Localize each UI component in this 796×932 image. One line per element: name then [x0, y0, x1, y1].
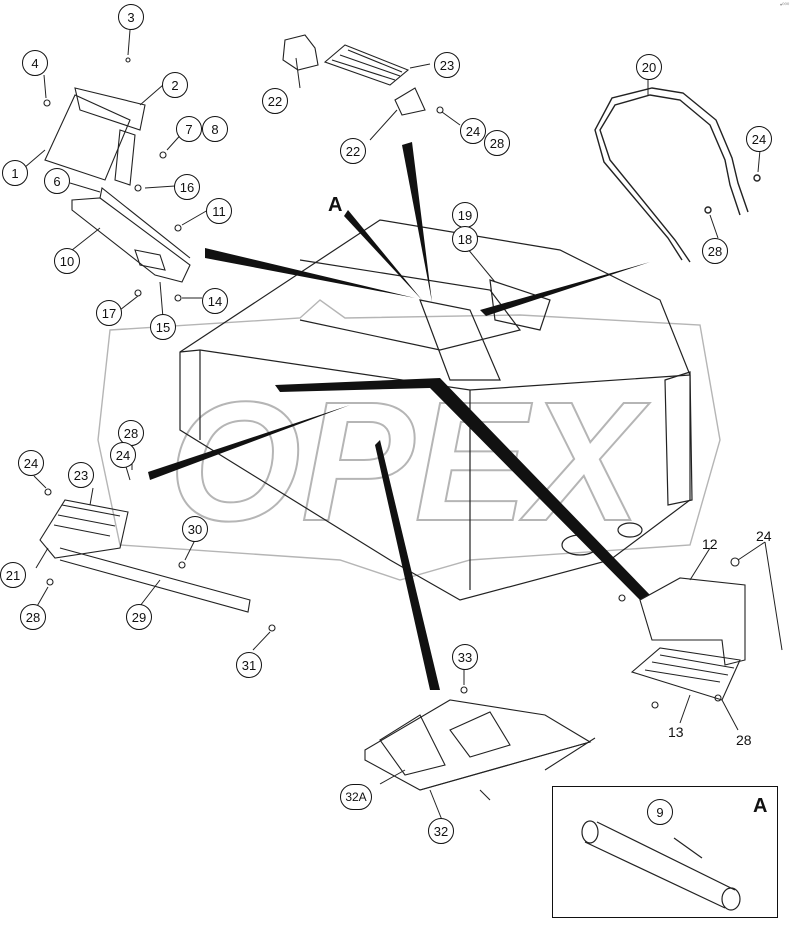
part-right-step	[618, 557, 746, 709]
callout-7: 7	[176, 116, 202, 142]
detail-inset-a: 9 A	[552, 786, 778, 918]
view-label-a: A	[328, 194, 343, 216]
callout-24: 24	[746, 126, 772, 152]
callout-11: 11	[206, 198, 232, 224]
part-channel	[71, 187, 191, 283]
leader-strokes	[148, 142, 650, 690]
callout-29: 29	[126, 604, 152, 630]
inset-bar	[581, 820, 741, 911]
callout-14: 14	[202, 288, 228, 314]
callout-23: 23	[434, 52, 460, 78]
callout-10: 10	[54, 248, 80, 274]
callout-17: 17	[96, 300, 122, 326]
label-13: 13	[668, 724, 684, 740]
callout-3: 3	[118, 4, 144, 30]
part-top-step	[282, 34, 444, 116]
callout-32a: 32A	[340, 784, 372, 810]
part-cover	[43, 57, 182, 302]
callout-22: 22	[340, 138, 366, 164]
callout-33: 33	[452, 644, 478, 670]
callout-1: 1	[2, 160, 28, 186]
part-handle	[594, 87, 761, 263]
callout-leaders	[23, 29, 783, 821]
callout-30: 30	[182, 516, 208, 542]
callout-22: 22	[262, 88, 288, 114]
callout-15: 15	[150, 314, 176, 340]
callout-19: 19	[452, 202, 478, 228]
callout-24: 24	[110, 442, 136, 468]
callout-28: 28	[484, 130, 510, 156]
callout-6: 6	[44, 168, 70, 194]
callout-8: 8	[202, 116, 228, 142]
callout-2: 2	[162, 72, 188, 98]
callout-28: 28	[20, 604, 46, 630]
callout-9: 9	[647, 799, 673, 825]
callout-18: 18	[452, 226, 478, 252]
inset-label-a: A	[753, 795, 768, 817]
part-left-step	[39, 488, 276, 632]
label-12: 12	[702, 536, 718, 552]
callout-23: 23	[68, 462, 94, 488]
label-28: 28	[736, 732, 752, 748]
callout-4: 4	[22, 50, 48, 76]
callout-24: 24	[460, 118, 486, 144]
callout-24: 24	[18, 450, 44, 476]
corner-ref: •⁰⁰⁰	[780, 3, 790, 9]
part-bottom-step	[364, 686, 596, 801]
callout-31: 31	[236, 652, 262, 678]
label-24: 24	[756, 528, 772, 544]
callout-16: 16	[174, 174, 200, 200]
callout-20: 20	[636, 54, 662, 80]
callout-21: 21	[0, 562, 26, 588]
callout-32: 32	[428, 818, 454, 844]
callout-28: 28	[702, 238, 728, 264]
